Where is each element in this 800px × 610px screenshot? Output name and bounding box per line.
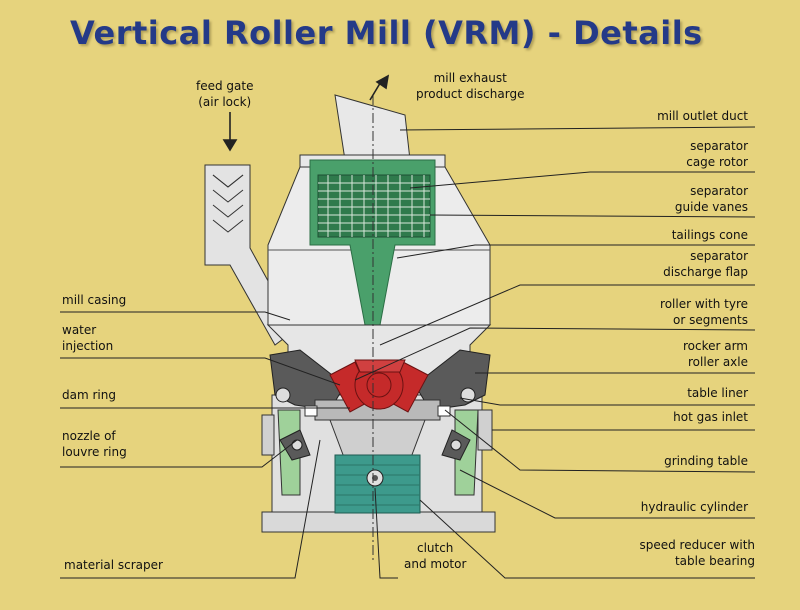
label-rocker-arm-line2: roller axle [688,355,748,369]
label-hydraulic-cylinder: hydraulic cylinder [640,500,748,514]
label-water-injection: water injection [62,322,113,354]
label-rocker-arm-line1: rocker arm [682,339,748,353]
label-table-liner: table liner [687,386,748,400]
label-material-scraper: material scraper [64,558,163,572]
label-separator-discharge-flap: separator discharge flap [663,248,748,280]
label-clutch-motor: clutch and motor [404,540,466,572]
label-rocker-arm: rocker arm roller axle [683,338,748,370]
flow-arrows [222,74,390,152]
label-grinding-table: grinding table [664,454,748,468]
label-separator-discharge-flap-line2: discharge flap [663,265,748,279]
label-separator-guide-vanes: separator guide vanes [675,183,748,215]
label-separator-cage-rotor-line1: separator [690,139,748,153]
label-mill-exhaust-line1: mill exhaust [433,71,507,85]
label-clutch-motor-line2: and motor [404,557,467,571]
rollers [329,359,429,413]
label-speed-reducer-line1: speed reducer with [639,538,755,552]
label-water-injection-line2: injection [62,339,114,353]
label-speed-reducer: speed reducer with table bearing [639,537,755,569]
label-mill-exhaust-line2: product discharge [416,87,525,101]
label-separator-cage-rotor: separator cage rotor [686,138,748,170]
label-nozzle-louvre-line1: nozzle of [62,429,116,443]
label-dam-ring: dam ring [62,388,116,402]
label-feed-gate: feed gate (air lock) [196,78,253,110]
label-separator-cage-rotor-line2: cage rotor [686,155,748,169]
label-mill-outlet-duct: mill outlet duct [657,109,748,123]
label-roller-tyre: roller with tyre or segments [660,296,748,328]
label-hot-gas-inlet: hot gas inlet [673,410,748,424]
label-mill-casing: mill casing [62,293,127,307]
label-separator-discharge-flap-line1: separator [690,249,748,263]
rocker-arms [269,349,491,461]
label-clutch-motor-line1: clutch [416,541,454,555]
label-mill-exhaust: mill exhaust product discharge [416,70,524,102]
label-separator-guide-vanes-line1: separator [690,184,748,198]
label-roller-tyre-line2: or segments [673,313,748,327]
label-nozzle-louvre: nozzle of louvre ring [62,428,127,460]
label-feed-gate-line1: feed gate [196,79,254,93]
label-separator-guide-vanes-line2: guide vanes [674,200,748,214]
page-title: Vertical Roller Mill (VRM) - Details [70,14,703,52]
gearbox [334,454,421,514]
label-speed-reducer-line2: table bearing [674,554,755,568]
label-tailings-cone: tailings cone [671,228,748,242]
leader-lines [60,126,756,579]
label-roller-tyre-line1: roller with tyre [660,297,748,311]
label-nozzle-louvre-line2: louvre ring [62,445,127,459]
label-water-injection-line1: water [62,323,97,337]
label-feed-gate-line2: (air lock) [198,95,252,109]
